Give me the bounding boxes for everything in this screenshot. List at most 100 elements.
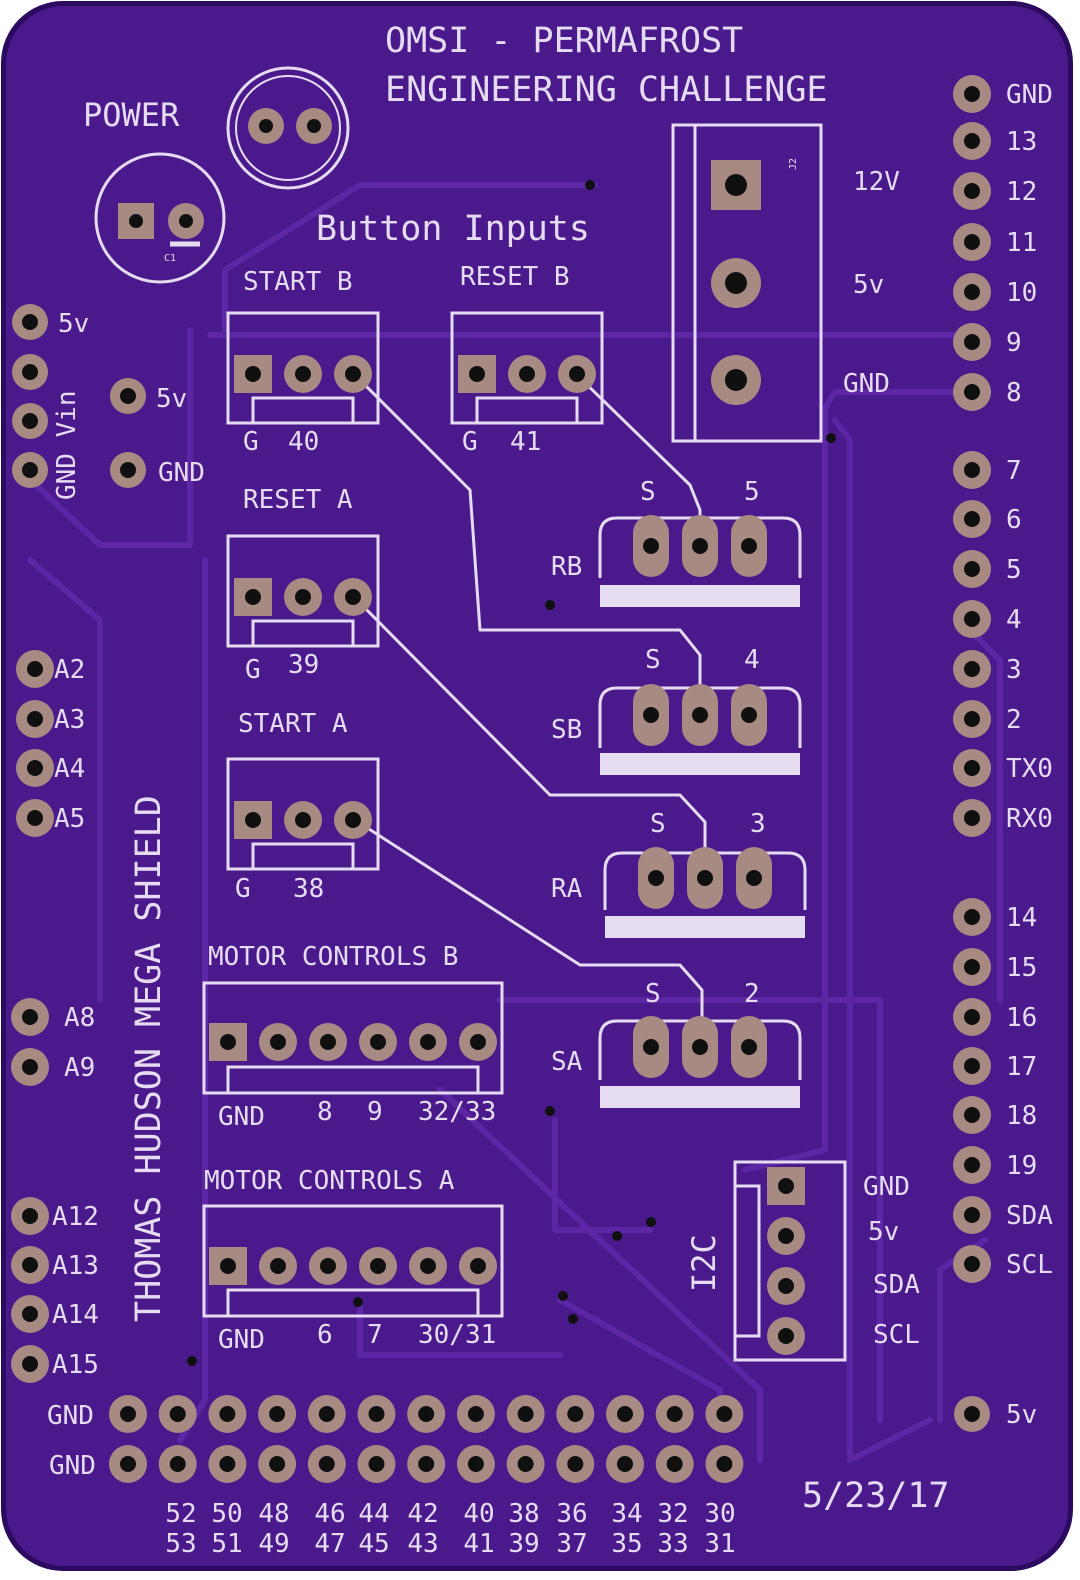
motor-b-pin-5-drill [420, 1034, 436, 1050]
mid-gnd-drill [120, 462, 136, 478]
via [612, 1231, 622, 1241]
bottom-pin-label-top: 44 [358, 1499, 389, 1529]
digital-pin-12-drill [964, 183, 980, 199]
motor-a-pin-3-drill [320, 1258, 336, 1274]
analog-pin-label: A15 [52, 1350, 99, 1380]
digital-pin-label: SDA [1006, 1201, 1053, 1231]
analog-pin-a12-drill [22, 1208, 38, 1224]
capacitor-c1-outline [94, 152, 226, 284]
digital-pin-label: GND [1006, 80, 1053, 110]
switch-sa-drill-2 [692, 1039, 708, 1055]
motor-a-pin-2-drill [270, 1258, 286, 1274]
digital-pin-16-drill [964, 1009, 980, 1025]
bottom-pin-label-bottom: 53 [165, 1529, 196, 1559]
digital-pin-17-drill [964, 1058, 980, 1074]
digital-pin-13-drill [964, 133, 980, 149]
i2c-5v-label: 5v [868, 1217, 899, 1247]
switch-sb: S 4 SB [551, 645, 802, 775]
title-line-2: ENGINEERING CHALLENGE [385, 70, 828, 110]
digital-pin-14-drill [964, 909, 980, 925]
analog-pin-a8-drill [22, 1009, 38, 1025]
analog-pin-a9-drill [22, 1059, 38, 1075]
via [187, 1356, 197, 1366]
digital-pin-label: 9 [1006, 328, 1022, 358]
analog-pin-label: A3 [54, 705, 85, 735]
via [568, 1314, 578, 1324]
power-label: POWER [83, 96, 180, 134]
silk-traces [353, 373, 707, 1048]
switch-sa-label: SA [551, 1047, 583, 1077]
via [826, 433, 836, 443]
switch-rb-drill-1 [643, 538, 659, 554]
reset-a-drill-3 [345, 589, 361, 605]
left-5v-label: 5v [58, 309, 89, 339]
bottom-pin-label-bottom: 37 [556, 1529, 587, 1559]
switch-sa-pin-label: 2 [744, 979, 760, 1009]
digital-pin-scl-drill [964, 1256, 980, 1272]
bottom-row1-col-11-drill [617, 1406, 633, 1422]
bottom-row1-col-2-drill [169, 1406, 186, 1422]
switch-ra-s-label: S [650, 809, 666, 839]
bottom-row1-col-10-drill [567, 1406, 584, 1422]
date-label: 5/23/17 [802, 1476, 950, 1516]
j2-gnd-label: GND [843, 369, 890, 399]
bottom-pin-label-top: 30 [704, 1499, 735, 1529]
bottom-row2-col-2-drill [169, 1456, 186, 1472]
digital-pin-label: SCL [1006, 1250, 1053, 1280]
digital-pin-label: 15 [1006, 953, 1037, 983]
start-b-drill-2 [295, 366, 311, 382]
i2c-tab [733, 1184, 761, 1338]
digital-pin-11-drill [964, 234, 980, 250]
motor-b-pin-6-drill [470, 1034, 486, 1050]
digital-pin-label: 11 [1006, 228, 1037, 258]
switch-ra: S 3 RA [551, 809, 807, 938]
bottom-row2-col-1-drill [120, 1456, 136, 1472]
left-vin-drill [22, 462, 38, 478]
switch-sa-drill-3 [741, 1039, 757, 1055]
switch-ra-base [605, 916, 805, 938]
motor-controls-a: MOTOR CONTROLS A GND 6 7 30/31 [202, 1166, 504, 1355]
analog-pin-label: A2 [54, 655, 85, 685]
switch-rb-s-label: S [640, 477, 656, 507]
digital-pin-tx0-drill [964, 760, 980, 776]
bottom-pin-label-top: 42 [407, 1499, 438, 1529]
reset-a-g-label: G [245, 655, 261, 685]
via [646, 1217, 656, 1227]
switch-rb: S 5 RB [551, 477, 802, 607]
motor-a-pin-30-label: 30/31 [418, 1320, 496, 1350]
analog-pin-label: A9 [64, 1053, 95, 1083]
start-a-pin-label: 38 [293, 874, 324, 904]
analog-pin-a14-drill [22, 1306, 38, 1322]
digital-pin-label: 10 [1006, 278, 1037, 308]
bottom-row2-col-6-drill [368, 1456, 385, 1472]
motor-b-pin-9-label: 9 [367, 1097, 383, 1127]
bottom-row2-col-13-drill [716, 1456, 733, 1472]
switch-rb-pin-label: 5 [744, 477, 760, 507]
bottom-row2-col-5-drill [318, 1456, 335, 1472]
bottom-pin-label-top: 36 [556, 1499, 587, 1529]
digital-pin-4-drill [964, 611, 980, 627]
left-gnd-drill-1 [22, 364, 38, 380]
switch-sb-pin-label: 4 [744, 645, 760, 675]
digital-pin-18-drill [964, 1107, 980, 1123]
reset-a-drill-1 [245, 589, 261, 605]
switch-sb-drill-1 [643, 707, 659, 723]
switch-ra-drill-2 [697, 870, 713, 886]
i2c-drill-5v [778, 1228, 794, 1244]
switch-ra-drill-1 [648, 870, 664, 886]
bottom-row1-col-7-drill [418, 1406, 435, 1422]
analog-pin-label: A5 [54, 804, 85, 834]
bottom-row1-col-8-drill [467, 1406, 484, 1422]
bottom-pin-label-top: 52 [165, 1499, 196, 1529]
digital-pin-label: 4 [1006, 605, 1022, 635]
switch-ra-drill-3 [746, 870, 762, 886]
reset-b-pin-label: 41 [510, 427, 541, 457]
i2c-drill-scl [778, 1328, 794, 1344]
bottom-pin-label-top: 50 [211, 1499, 242, 1529]
bottom-row1-col-12-drill [666, 1406, 683, 1422]
capacitor-c1-drill-2 [179, 214, 193, 228]
bottom-pin-label-top: 38 [508, 1499, 539, 1529]
reset-a-drill-2 [295, 589, 311, 605]
digital-pin-label: RX0 [1006, 804, 1053, 834]
j2-connector-outline [671, 123, 823, 443]
